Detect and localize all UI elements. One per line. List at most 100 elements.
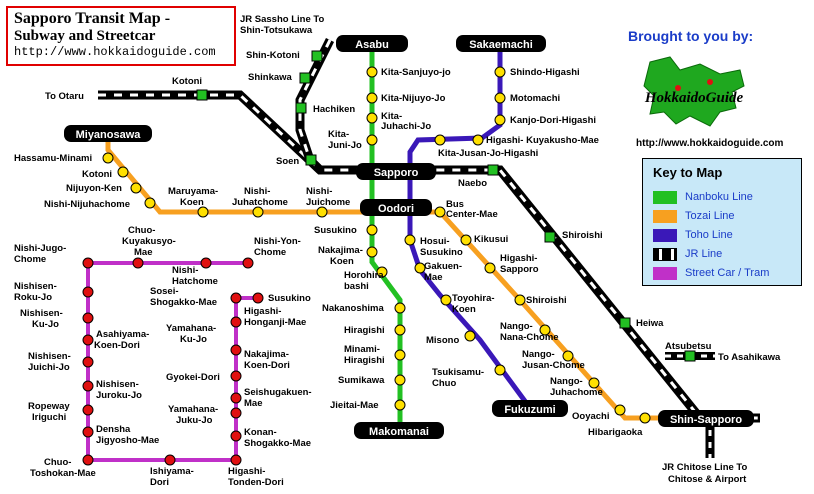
station-bus-center-mae[interactable] (434, 206, 446, 218)
green-swatch-icon (653, 191, 677, 204)
terminal-sapporo[interactable] (356, 163, 436, 180)
label-toyohira-2: Koen (452, 304, 476, 315)
station-kita-juhachi[interactable] (366, 112, 378, 124)
station-jieitai-mae[interactable] (394, 399, 406, 411)
station-nango-juhachome[interactable] (588, 377, 600, 389)
tram-stop-yamahana-ku-jo[interactable] (230, 316, 242, 328)
station-kita-sanjuyo[interactable] (366, 66, 378, 78)
label-susukino: Susukino (314, 225, 357, 236)
station-tsukisamu-chuo[interactable] (494, 364, 506, 376)
logo-url[interactable]: http://www.hokkaidoguide.com (636, 138, 784, 149)
station-kanjo-dori-higashi[interactable] (494, 114, 506, 126)
label-bus-center-1: Bus (446, 199, 464, 210)
station-kita-jusan-jo-higashi[interactable] (434, 134, 446, 146)
terminal-makomanai[interactable] (354, 422, 444, 439)
jr-station-shin-kotoni[interactable] (311, 50, 323, 62)
terminal-asabu[interactable] (336, 35, 408, 52)
station-nango-nana-chome[interactable] (539, 324, 551, 336)
label-nakajima-kd-2: Koen-Dori (244, 360, 290, 371)
station-toyohira-koen[interactable] (440, 294, 452, 306)
tram-stop-konan-shogakko-mae[interactable] (230, 430, 242, 442)
jr-station-hachiken[interactable] (295, 102, 307, 114)
station-maruyama-koen[interactable] (197, 206, 209, 218)
label-hosui-2: Susukino (420, 247, 463, 258)
station-hibarigaoka[interactable] (639, 412, 651, 424)
station-nishi-juichome[interactable] (316, 206, 328, 218)
label-nishisen-juichi-2: Juichi-Jo (28, 362, 70, 373)
label-minami-hira-1: Minami- (344, 344, 380, 355)
station-sumikawa[interactable] (394, 374, 406, 386)
jr-station-atsubetsu[interactable] (684, 350, 696, 362)
tram-stop-nishi-hatchome[interactable] (200, 257, 212, 269)
jr-station-naebo[interactable] (487, 164, 499, 176)
station-kikusui[interactable] (460, 234, 472, 246)
station-kita-nijuyo[interactable] (366, 92, 378, 104)
tram-stop-nakajima-koen-dori[interactable] (230, 344, 242, 356)
label-sumikawa: Sumikawa (338, 375, 385, 386)
tram-stop-asahiyama-koen-dori[interactable] (82, 334, 94, 346)
station-nijuyon-ken[interactable] (130, 182, 142, 194)
station-susukino[interactable] (366, 224, 378, 236)
station-minami-hiragishi[interactable] (394, 349, 406, 361)
label-nishisen-roku-1: Nishisen- (14, 281, 57, 292)
tram-stop-gyokei-dori[interactable] (230, 370, 242, 382)
station-kita-juni[interactable] (366, 134, 378, 146)
tram-stop-nishisen-juroku-jo[interactable] (82, 380, 94, 392)
tram-stop-nishisen-roku-jo[interactable] (82, 286, 94, 298)
terminal-shin-sapporo[interactable] (658, 410, 754, 427)
station-misono[interactable] (464, 330, 476, 342)
station-shiroishi-tozai[interactable] (514, 294, 526, 306)
tram-stop-yamahana-juku-jo[interactable] (230, 407, 242, 419)
tram-stop-densha-jigyosho-mae[interactable] (82, 426, 94, 438)
label-hachiken: Hachiken (313, 104, 355, 115)
label-kotoni-tozai: Kotoni (82, 169, 112, 180)
label-gakuen-1: Gakuen- (424, 261, 462, 272)
tram-stop-higashi-honganji-mae[interactable] (230, 292, 242, 304)
terminal-makomanai-label: Makomanai (369, 426, 429, 438)
tram-stop-ropeway-iriguchi[interactable] (82, 404, 94, 416)
terminal-oodori[interactable] (360, 199, 432, 216)
map-title: Sapporo Transit Map - (14, 10, 171, 27)
tram-stop-higashi-tonden-dori[interactable] (230, 454, 242, 466)
hokkaido-logo[interactable]: HokkaidoGuide (640, 52, 748, 132)
tram-stop-seishugakuen-mae[interactable] (230, 392, 242, 404)
tram-stop-nishisen-juichi-jo[interactable] (82, 356, 94, 368)
tram-stop-nishisen-ku-jo[interactable] (82, 312, 94, 324)
station-gakuen-mae[interactable] (414, 262, 426, 274)
station-nishi-nijuhachome[interactable] (144, 197, 156, 209)
label-higashi-sap-1: Higashi- (500, 253, 537, 264)
station-nakajima-koen[interactable] (366, 246, 378, 258)
title-url[interactable]: http://www.hokkaidoguide.com (14, 45, 216, 59)
tram-stop-nishi-jugo-chome[interactable] (82, 257, 94, 269)
terminal-miyanosawa[interactable] (64, 125, 152, 142)
jr-station-heiwa[interactable] (619, 317, 631, 329)
station-horohira-bashi[interactable] (376, 266, 388, 278)
label-misono: Misono (426, 335, 459, 346)
station-hosui-susukino[interactable] (404, 234, 416, 246)
station-hassamu-minami[interactable] (102, 152, 114, 164)
jr-station-shinkawa[interactable] (299, 72, 311, 84)
jr-station-soen[interactable] (305, 154, 317, 166)
station-hiragishi[interactable] (394, 324, 406, 336)
tram-stop-chuo-kuyakusyo-mae[interactable] (132, 257, 144, 269)
tram-stop-susukino[interactable] (252, 292, 264, 304)
tram-stop-chuo-toshokan-mae[interactable] (82, 454, 94, 466)
station-nishi-juhatchome[interactable] (252, 206, 264, 218)
station-higashi-sapporo[interactable] (484, 262, 496, 274)
station-nango-jusan-chome[interactable] (562, 350, 574, 362)
station-nakanoshima[interactable] (394, 302, 406, 314)
station-shindo-higashi[interactable] (494, 66, 506, 78)
jr-station-kotoni[interactable] (196, 89, 208, 101)
terminal-sakaemachi[interactable] (456, 35, 546, 52)
label-nango18-2: Juhachome (550, 387, 603, 398)
terminal-fukuzumi[interactable] (492, 400, 568, 417)
station-higashi-kuyakusho-mae[interactable] (472, 134, 484, 146)
tram-stop-ishiyama-dori[interactable] (164, 454, 176, 466)
map-legend: Key to Map Nanboku Line Tozai Line Toho … (642, 158, 802, 286)
station-ooyachi[interactable] (614, 404, 626, 416)
station-kotoni[interactable] (117, 166, 129, 178)
tram-stop-nishi-yon-chome[interactable] (242, 257, 254, 269)
nanboku-line (369, 44, 403, 430)
station-motomachi[interactable] (494, 92, 506, 104)
jr-station-shiroishi[interactable] (544, 231, 556, 243)
